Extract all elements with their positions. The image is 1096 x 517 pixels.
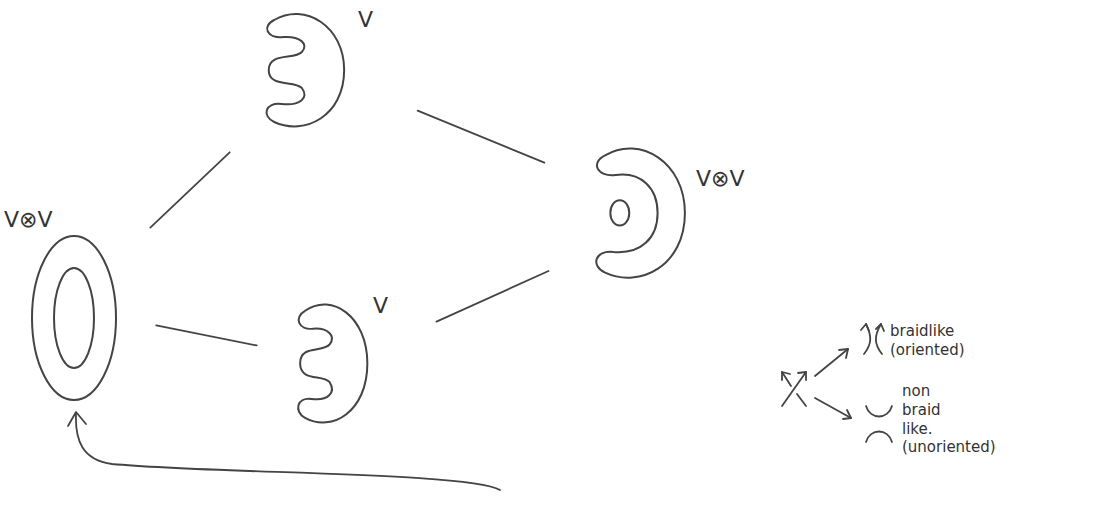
resolution-state: V (252, 2, 382, 137)
state-outline (4, 208, 128, 407)
state-label: V⊗V (4, 208, 53, 232)
resolution-state: V (285, 292, 405, 434)
note-text: braidlike (oriented) (890, 322, 980, 360)
note-text: non braid like. (unoriented) (902, 382, 950, 457)
cube-edge (418, 111, 545, 163)
cube-edge (156, 325, 256, 345)
arrow-head (843, 410, 851, 419)
state-label: V⊗V (696, 167, 745, 191)
arrow-head (782, 372, 790, 380)
cube-edge (150, 152, 229, 227)
arrow-head (798, 372, 806, 380)
curved-arrow (76, 414, 500, 490)
crossing-strand (782, 372, 806, 406)
cube-edge (437, 271, 549, 322)
arrow-head (68, 412, 86, 426)
state-label: V (358, 8, 373, 32)
state-label: V (373, 294, 388, 318)
small-circle (610, 200, 629, 225)
arrow-head (876, 324, 884, 331)
pointer-arrow (815, 398, 851, 418)
note-label: braidlike (oriented) (890, 322, 965, 359)
note-label: non braid like. (unoriented) (902, 382, 996, 456)
resolution-curve (596, 148, 685, 277)
cap-strand (866, 432, 892, 443)
resolution-curve (266, 14, 344, 126)
resolution-state: V⊗V (580, 135, 765, 295)
state-outline (580, 135, 765, 295)
resolution-state: V⊗V (4, 208, 128, 407)
pointer-arrow (815, 349, 848, 376)
outer-circle (32, 236, 116, 400)
arrow-head (839, 349, 848, 358)
cup-strand (866, 406, 892, 417)
arrow-head (861, 324, 869, 331)
inner-circle (54, 268, 94, 368)
crossing-strand (782, 372, 806, 406)
resolution-curve (298, 304, 367, 422)
